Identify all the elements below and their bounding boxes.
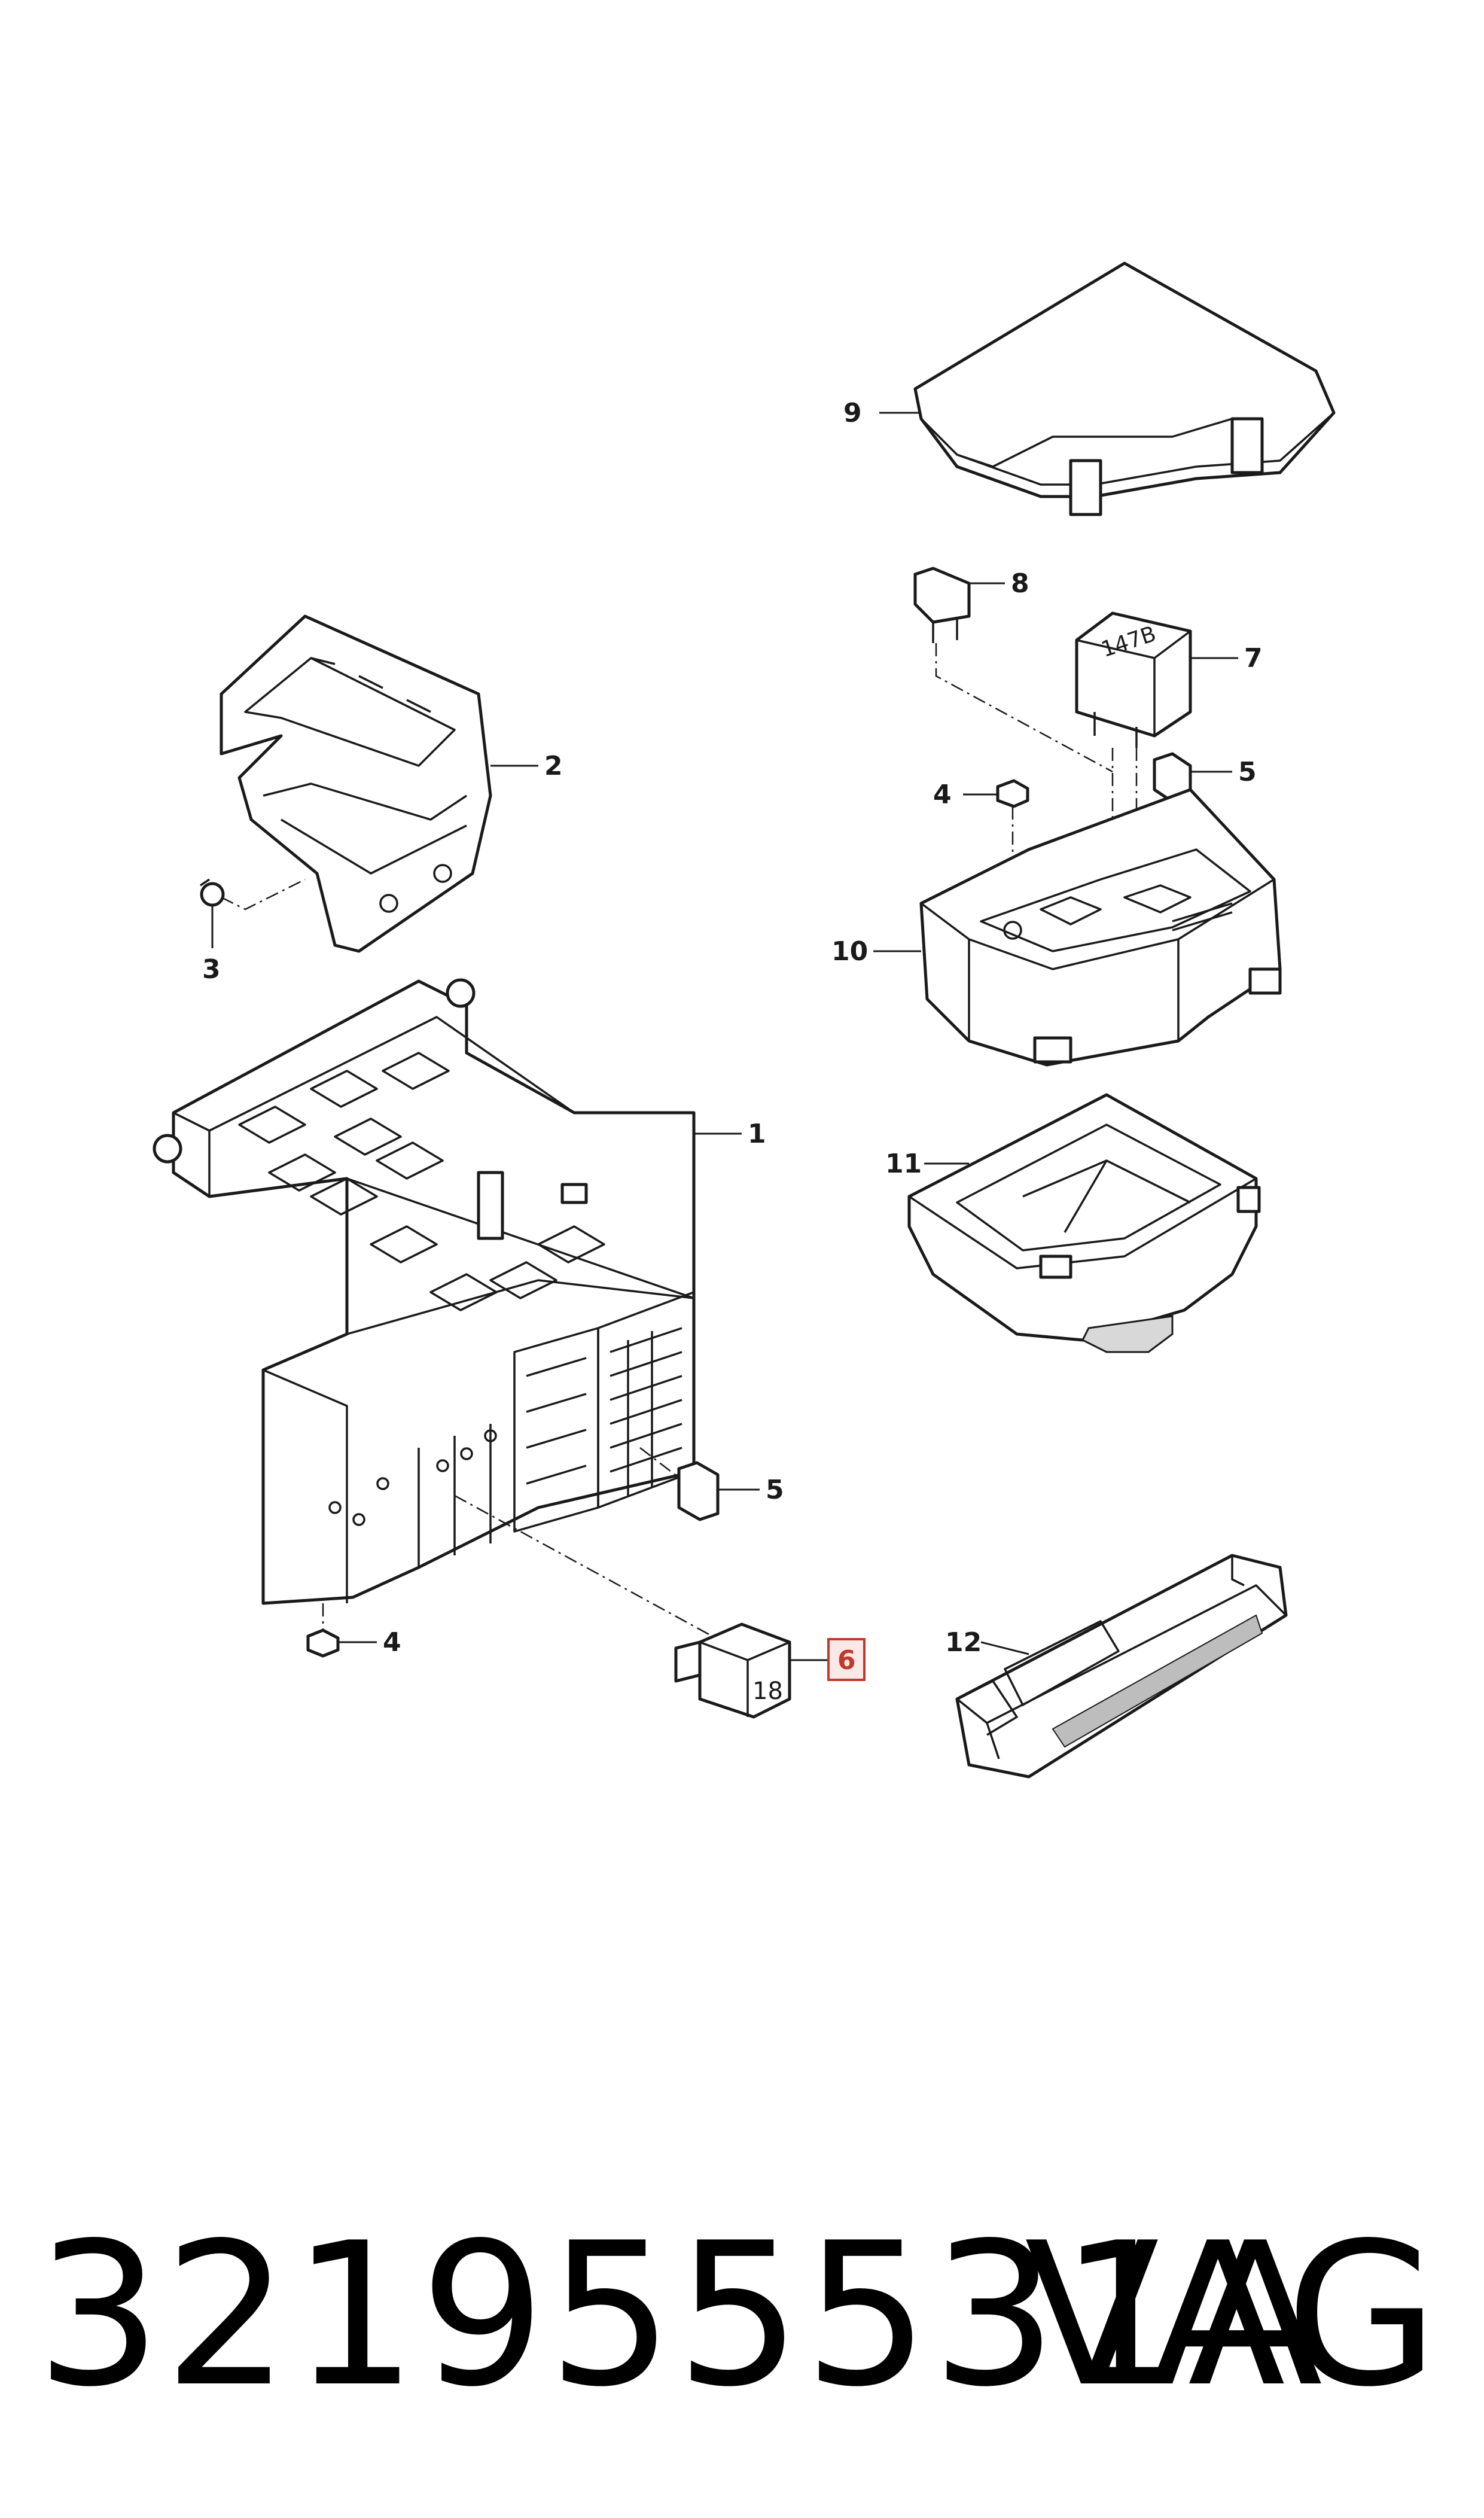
part-12-fuse-puller bbox=[955, 1554, 1288, 1779]
part-9-cover-lid bbox=[913, 261, 1336, 516]
part-1-main-carrier bbox=[153, 978, 696, 1605]
part-7-relay bbox=[1075, 611, 1192, 748]
brand-name: VAG bbox=[1024, 2200, 1442, 2430]
callout-11: 11 bbox=[885, 1149, 922, 1179]
footer: 321955531A VAG bbox=[0, 2190, 1484, 2441]
part-number: 321955531A bbox=[36, 2200, 1325, 2430]
callout-4-right: 4 bbox=[933, 780, 952, 810]
callout-6-highlight-box bbox=[827, 1638, 866, 1681]
callout-5-right: 5 bbox=[1238, 757, 1257, 787]
part-4-right-nut bbox=[996, 779, 1029, 808]
callout-1: 1 bbox=[748, 1119, 766, 1149]
callout-12: 12 bbox=[945, 1627, 982, 1658]
callout-2: 2 bbox=[544, 751, 563, 781]
part-2-bracket bbox=[220, 614, 492, 953]
exploded-parts-diagram: 9 8 147B 7 5 4 10 bbox=[153, 261, 1336, 1779]
part-3-clip bbox=[200, 878, 225, 907]
relay-6-label: 18 bbox=[752, 1677, 783, 1705]
callout-9: 9 bbox=[843, 398, 862, 428]
callout-3: 3 bbox=[202, 954, 221, 985]
part-4-left-nut bbox=[306, 1628, 340, 1658]
part-11-lower-tray bbox=[907, 1093, 1261, 1353]
callout-10: 10 bbox=[831, 936, 868, 967]
callout-8: 8 bbox=[1011, 568, 1029, 599]
callout-5-left: 5 bbox=[766, 1475, 784, 1505]
part-6-relay bbox=[674, 1622, 791, 1719]
callout-6: 6 bbox=[837, 1645, 856, 1676]
callout-7: 7 bbox=[1244, 643, 1263, 674]
callout-4-left: 4 bbox=[383, 1627, 401, 1658]
part-5-left-fuse bbox=[677, 1461, 720, 1521]
part-10-upper-housing bbox=[919, 788, 1282, 1067]
part-8-fuse bbox=[913, 567, 971, 643]
